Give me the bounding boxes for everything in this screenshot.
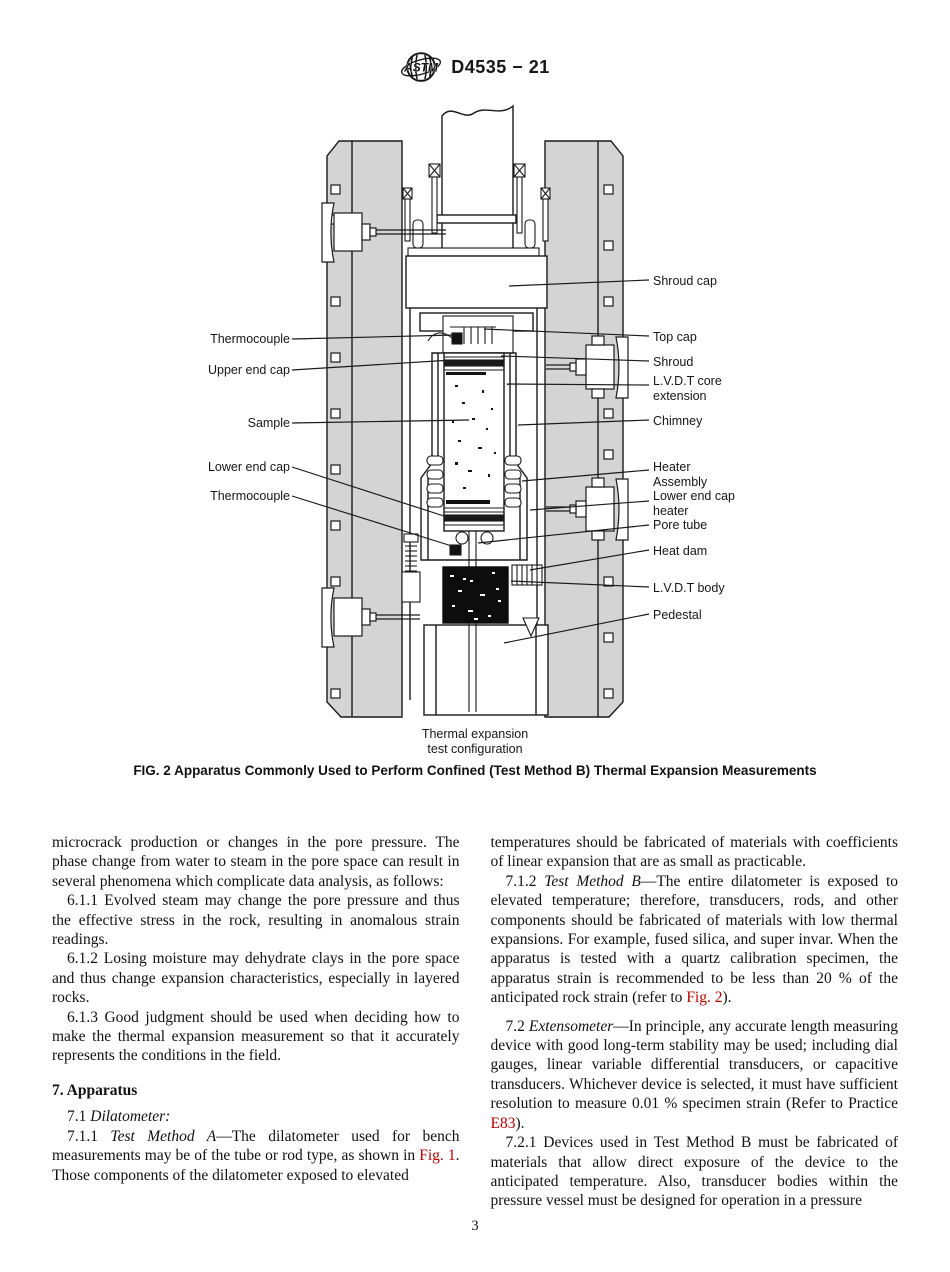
text-segment: —The entire dilatometer is exposed to el… <box>490 872 899 1007</box>
lvdt-body-block <box>442 566 509 624</box>
text-segment: ). <box>722 989 732 1007</box>
leader-lines <box>291 279 650 644</box>
figure-label-lower-end-cap: Lower end cap <box>207 460 290 474</box>
bolt-holes <box>330 184 614 699</box>
text-segment: temperatures should be fabricated of mat… <box>490 834 899 871</box>
text-segment-italic: Test Method A <box>110 1127 217 1145</box>
standard-designation: D4535 − 21 <box>451 56 550 77</box>
text-segment: microcrack production or changes in the … <box>52 834 460 890</box>
paragraph-7-1-1: 7.1.1 Test Method A—The dilatometer used… <box>52 1127 460 1185</box>
left-column: microcrack production or changes in the … <box>52 833 460 1211</box>
apparatus-diagram <box>291 104 650 718</box>
text-segment: 7.2 <box>505 1017 529 1035</box>
paragraph-continuation: microcrack production or changes in the … <box>52 833 460 891</box>
left-port-upper <box>321 202 446 263</box>
figure-label-chimney: Chimney <box>653 414 703 428</box>
text-segment-italic: Extensometer <box>528 1017 614 1035</box>
figure-label-upper-end-cap: Upper end cap <box>207 363 290 377</box>
figure-label-lvdt-core-extension: L.V.D.T core extension <box>653 374 722 403</box>
right-port-lower <box>546 477 629 541</box>
body-columns: microcrack production or changes in the … <box>52 833 898 1211</box>
text-segment: 7.1.2 <box>505 872 545 890</box>
text-segment-italic: Test Method B <box>544 872 641 890</box>
figure-label-shroud-cap: Shroud cap <box>653 274 717 288</box>
text-segment: . Those components of the dilatometer ex… <box>52 1147 460 1184</box>
paragraph-6-1-1: 6.1.1 Evolved steam may change the pore … <box>52 891 460 949</box>
figure-2: Thermocouple Upper end cap Sample Lower … <box>133 104 817 778</box>
fig1-link[interactable]: Fig. 1 <box>419 1147 456 1165</box>
lower-end-cap-bands <box>443 507 505 556</box>
text-segment: 6.1.1 Evolved steam may change the pore … <box>52 892 460 949</box>
text-segment: 7.1 <box>67 1108 91 1126</box>
loading-piston <box>436 104 517 252</box>
section-heading-apparatus: 7. Apparatus <box>52 1081 138 1099</box>
pedestal-block <box>423 624 549 716</box>
right-column: temperatures should be fabricated of mat… <box>491 833 899 1211</box>
astm-logo-icon: ASTM <box>401 52 442 82</box>
text-segment-italic: Dilatometer: <box>90 1108 171 1126</box>
text-segment: —The dilatometer used for bench measurem… <box>52 1127 460 1165</box>
figure-label-pore-tube: Pore tube <box>653 518 708 532</box>
configuration-caption-line2: test configuration <box>427 742 523 756</box>
pressure-vessel-right-wall <box>544 140 624 718</box>
figure-label-top-cap: Top cap <box>653 330 697 344</box>
right-port-upper <box>546 335 629 399</box>
figure-label-lower-end-cap-heater: Lower end cap heater <box>653 489 736 518</box>
figure-label-lvdt-body: L.V.D.T body <box>653 581 725 595</box>
paragraph-7-1: 7.1 Dilatometer: <box>52 1107 460 1126</box>
fig2-link[interactable]: Fig. 2 <box>686 989 723 1007</box>
paragraph-7-1-2: 7.1.2 Test Method B—The entire dilatomet… <box>491 872 899 1008</box>
paragraph-continuation: temperatures should be fabricated of mat… <box>491 833 899 872</box>
paragraph-6-1-2: 6.1.2 Losing moisture may dehydrate clay… <box>52 949 460 1007</box>
figure-label-heat-dam: Heat dam <box>653 544 708 558</box>
figure-caption: FIG. 2 Apparatus Commonly Used to Perfor… <box>133 763 817 778</box>
figure-label-thermocouple-lower: Thermocouple <box>210 489 290 503</box>
figure-label-pedestal: Pedestal <box>653 608 702 622</box>
e83-link[interactable]: E83 <box>490 1114 516 1132</box>
page-header: ASTM D4535 − 21 <box>0 46 950 88</box>
text-segment: 7.1.1 <box>67 1127 111 1145</box>
threaded-rod <box>401 533 421 603</box>
text-segment: ). <box>515 1114 525 1132</box>
tie-rod-studs <box>402 163 551 257</box>
page-number: 3 <box>471 1218 479 1234</box>
paragraph-6-1-3: 6.1.3 Good judgment should be used when … <box>52 1008 460 1066</box>
figure-label-thermocouple-upper: Thermocouple <box>210 332 290 346</box>
text-segment: 6.1.3 Good judgment should be used when … <box>52 1008 460 1065</box>
figure-label-sample: Sample <box>247 416 290 430</box>
heat-dam-element <box>511 564 543 638</box>
paragraph-7-2: 7.2 Extensometer—In principle, any accur… <box>491 1017 899 1133</box>
configuration-caption: Thermal expansion test configuration <box>355 727 595 757</box>
left-port-lower <box>321 587 420 648</box>
upper-end-cap-bands <box>443 356 505 371</box>
paragraph-7-2-1: 7.2.1 Devices used in Test Method B must… <box>491 1133 899 1211</box>
figure-label-heater-assembly: Heater Assembly <box>653 460 708 489</box>
sample-speckled <box>446 372 496 504</box>
text-segment: —In principle, any accurate length measu… <box>490 1017 899 1113</box>
heater-coils <box>426 455 522 508</box>
configuration-caption-line1: Thermal expansion <box>421 727 529 741</box>
text-segment: 6.1.2 Losing moisture may dehydrate clay… <box>52 950 460 1007</box>
astm-logo-text: ASTM <box>403 60 439 74</box>
text-segment: 7.2.1 Devices used in Test Method B must… <box>490 1134 899 1210</box>
figure-label-shroud: Shroud <box>653 355 694 369</box>
